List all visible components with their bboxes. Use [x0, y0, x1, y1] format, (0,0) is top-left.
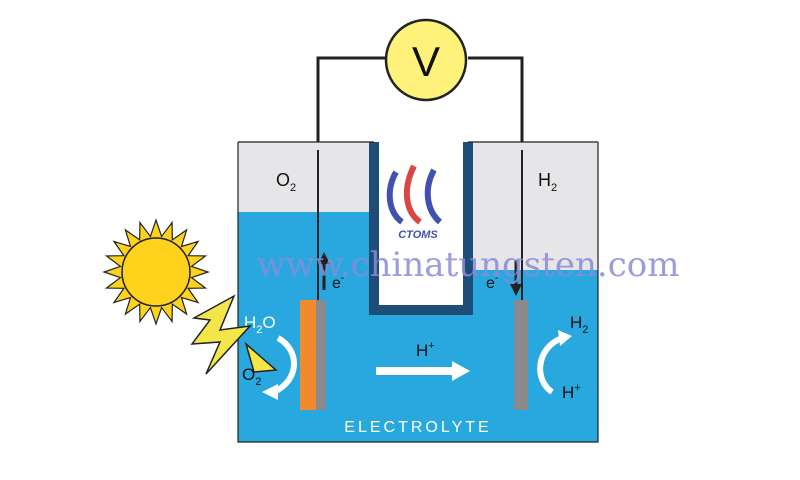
- svg-text:H+: H+: [416, 340, 435, 360]
- gas-label-o2: O2: [276, 170, 296, 194]
- sun-icon: [102, 218, 210, 326]
- voltmeter-label: V: [412, 38, 440, 85]
- cathode: [514, 300, 528, 410]
- circuit-wire: [316, 56, 524, 150]
- ctoms-logo: CTOMS: [386, 164, 443, 241]
- svg-text:CTOMS: CTOMS: [398, 229, 438, 241]
- svg-text:H2: H2: [570, 313, 588, 336]
- lightning-icon: [190, 294, 278, 375]
- cathode-reaction: H2 H+: [537, 313, 588, 402]
- voltmeter-icon: V: [384, 18, 468, 102]
- svg-text:e-: e-: [486, 273, 498, 292]
- membrane-well: [379, 142, 463, 305]
- gas-space-left: [238, 142, 374, 212]
- photoanode: [300, 300, 326, 410]
- svg-text:O2: O2: [242, 365, 261, 388]
- watermark-url: www.chinatungsten.com: [257, 245, 680, 285]
- electron-flow-right: e-: [486, 260, 522, 296]
- electron-flow-left: e-: [318, 252, 344, 292]
- electrolyte-label: ELECTROLYTE: [344, 419, 491, 436]
- svg-text:H+: H+: [562, 382, 581, 402]
- electrochemical-cell: [237, 141, 599, 443]
- gas-label-h2: H2: [538, 170, 557, 194]
- proton-flow: H+: [376, 340, 470, 381]
- gas-space-right: [468, 142, 598, 270]
- svg-text:e-: e-: [332, 273, 344, 292]
